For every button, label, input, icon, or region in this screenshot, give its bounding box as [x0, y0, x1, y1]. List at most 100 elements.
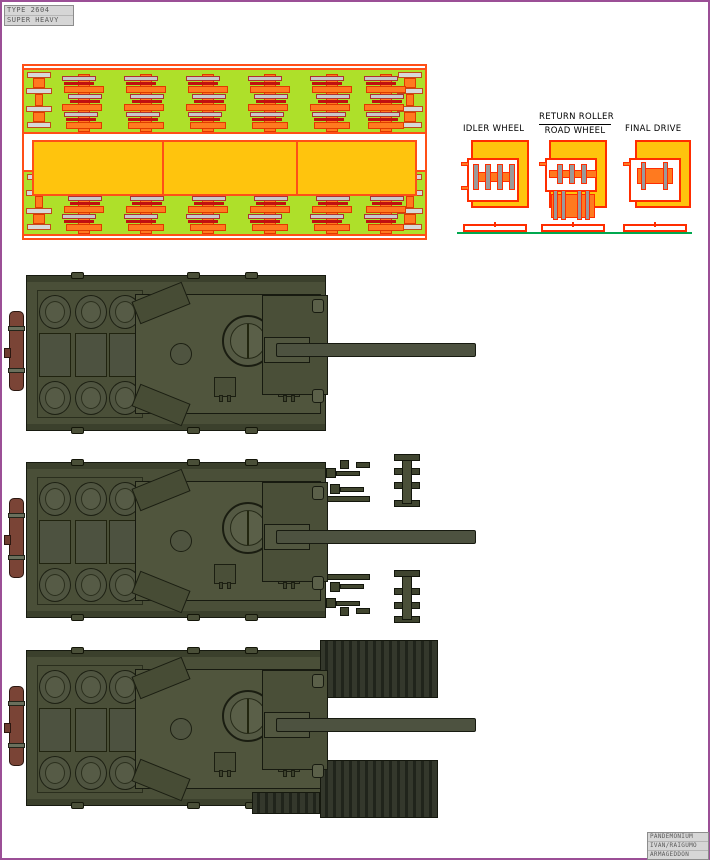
fan-row-bottom [39, 566, 143, 604]
cooling-fan-grille [75, 756, 107, 790]
roller-disc [581, 164, 587, 184]
engine-deck [37, 477, 143, 605]
cooling-fan-grille [39, 482, 71, 516]
schematic-bogie [124, 74, 168, 132]
lifting-eye [187, 459, 200, 466]
lifting-eye [187, 802, 200, 809]
idler-disc [509, 164, 515, 190]
lifting-eye [71, 614, 84, 621]
final-drive-mount-stub [623, 162, 631, 166]
final-drive-disc [663, 162, 668, 190]
ground-reference-line [457, 232, 692, 234]
loader-hatch [170, 530, 192, 552]
hull-edge-top [27, 651, 325, 657]
road-wheel-disc [585, 190, 590, 220]
component-label-row: IDLER WHEEL RETURN ROLLER ROAD WHEEL FIN… [457, 110, 692, 138]
road-wheel-disc [561, 190, 566, 220]
hull-edge-bottom [27, 424, 325, 430]
main-gun-barrel [276, 718, 476, 732]
tank-view-1 [4, 267, 486, 439]
hull-edge-bottom [27, 799, 325, 805]
turret-front-bevel [131, 656, 191, 700]
hull-edge-bottom [27, 611, 325, 617]
engine-deck [37, 290, 143, 418]
lifting-eye [245, 647, 258, 654]
fan-row-top [39, 293, 143, 331]
trunnion [312, 764, 324, 778]
cooling-fan-grille [75, 568, 107, 602]
idler-disc [497, 164, 503, 190]
deck-access-panel [39, 708, 71, 752]
deck-access-panel [39, 520, 71, 564]
suspension-arm-assembly [326, 570, 378, 616]
lifting-eye [245, 272, 258, 279]
roller-disc [569, 164, 575, 184]
cooling-fan-grille [75, 381, 107, 415]
side-stowage-drum [4, 311, 25, 391]
title-line-2: SUPER HEAVY [5, 16, 73, 25]
trunnion [312, 576, 324, 590]
trunnion [312, 389, 324, 403]
idler-disc [485, 164, 491, 190]
lifting-eye [187, 614, 200, 621]
cooling-fan-grille [75, 670, 107, 704]
label-final-drive: FINAL DRIVE [625, 124, 682, 134]
road-wheel-disc [553, 190, 558, 220]
drive-sprocket [394, 570, 420, 626]
cooling-fan-grille [75, 482, 107, 516]
figure-final-drive [623, 140, 691, 222]
title-plate: TYPE 2604 SUPER HEAVY [4, 5, 74, 26]
main-gun-barrel [276, 530, 476, 544]
final-drive-disc [641, 162, 646, 190]
loader-hatch [170, 343, 192, 365]
turret-fitting [214, 377, 236, 402]
turret-front-bevel [131, 468, 191, 512]
label-road-wheel: ROAD WHEEL [539, 124, 611, 136]
idler-axle [475, 172, 513, 182]
roller-disc [557, 164, 563, 184]
lifting-eye [245, 459, 258, 466]
deck-panel-row [39, 333, 143, 377]
lifting-eye [187, 427, 200, 434]
track-assembly-top [320, 640, 438, 698]
tank-view-3 [4, 640, 486, 818]
loader-hatch [170, 718, 192, 740]
cooling-fan-grille [75, 295, 107, 329]
idler-disc [473, 164, 479, 190]
trunnion [312, 486, 324, 500]
track-return-run [252, 792, 320, 814]
deck-access-panel [75, 333, 107, 377]
track-assembly-bottom [320, 760, 438, 818]
chassis-suspension-schematic [22, 64, 427, 240]
lifting-eye [187, 647, 200, 654]
lifting-eye [71, 272, 84, 279]
side-stowage-drum [4, 686, 25, 766]
label-idler-wheel: IDLER WHEEL [463, 124, 525, 134]
deck-access-panel [39, 333, 71, 377]
cooling-fan-grille [39, 295, 71, 329]
credits-line-2: IVAN/RAIGUMO [648, 842, 708, 851]
schematic-bogie [186, 74, 230, 132]
roller-mount-stub [539, 162, 547, 166]
figure-idler-wheel [461, 140, 529, 222]
schematic-bogie [310, 74, 354, 132]
idler-mount-stub [461, 186, 469, 190]
schematic-bogie [248, 74, 292, 132]
road-wheel-disc [577, 190, 582, 220]
lifting-eye [71, 802, 84, 809]
lifting-eye [71, 427, 84, 434]
fan-row-bottom [39, 379, 143, 417]
deck-access-panel [75, 520, 107, 564]
main-gun-barrel [276, 343, 476, 357]
idler-mount-stub [461, 162, 469, 166]
track-shoe-profile [541, 222, 605, 232]
credits-plate: PANDEMONIUM IVAN/RAIGUMO ARMAGEDDON [647, 832, 709, 860]
schematic-bogie [364, 74, 408, 132]
turret-rear-bevel [131, 758, 191, 802]
component-detail-figures: IDLER WHEEL RETURN ROLLER ROAD WHEEL FIN… [457, 110, 692, 242]
turret-front-bevel [131, 281, 191, 325]
lifting-eye [187, 272, 200, 279]
cooling-fan-grille [39, 670, 71, 704]
figure-return-roller-road-wheel [539, 140, 611, 222]
